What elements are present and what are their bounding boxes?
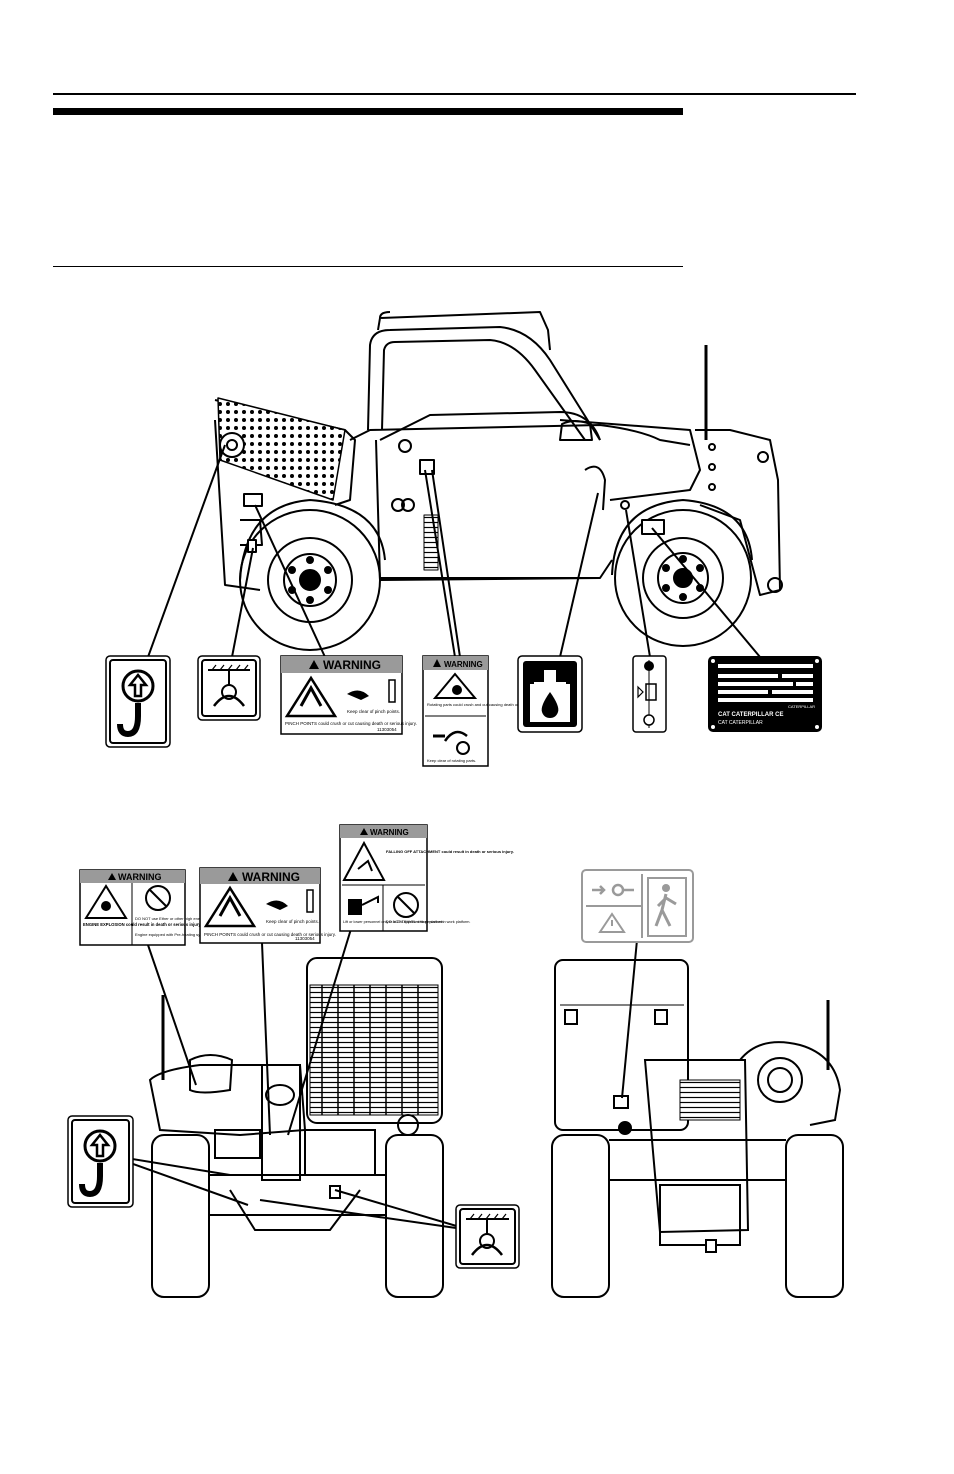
side-view-machine (214, 311, 783, 651)
pinch-keep-text: Keep clear of pinch points. (347, 709, 400, 714)
pinch-point-warning-decal-front: WARNING PINCH POINTS could crush or cut … (199, 867, 336, 944)
ether-start-warning-decal: WARNING ENGINE EXPLOSION could result in… (79, 869, 229, 946)
warning-word: WARNING (118, 872, 162, 882)
heading-bar (53, 108, 683, 115)
front-view-leader-lines (107, 892, 471, 1231)
engine-equipped-text: Engine equipped with Pre-heating system. (135, 932, 210, 937)
rotating-keep-text: Keep clear of rotating parts. (427, 758, 476, 763)
warning-word: WARNING (444, 660, 483, 669)
rear-view-machine (551, 959, 844, 1298)
pinch-main-text: PINCH POINTS could crush or cut causing … (285, 721, 417, 726)
top-rule (53, 93, 856, 95)
tie-down-point-decal-front (455, 1204, 520, 1269)
emergency-exit-decal (581, 869, 694, 943)
pinch-point-warning-decal: WARNING PINCH POINTS could crush or cut … (280, 655, 417, 735)
falling-attachment-warning-decal: WARNING FALLING OFF ATTACHMENT could res… (339, 824, 514, 932)
rotating-parts-warning-decal: WARNING Rotating parts could crush and c… (422, 655, 544, 767)
falling-lift-text: Lift or lower personnel only in a Cat ap… (343, 920, 444, 924)
rotating-main-text: Rotating parts could crush and cut causi… (427, 702, 544, 707)
tie-down-point-decal (197, 655, 261, 721)
rear-view-leader-line (621, 939, 638, 1099)
warning-word: WARNING (242, 870, 300, 884)
warning-word: WARNING (370, 828, 409, 837)
engine-main-text: ENGINE EXPLOSION could result in death o… (83, 922, 202, 927)
falling-main-text: FALLING OFF ATTACHMENT could result in d… (386, 849, 514, 854)
hydraulic-oil-decal (517, 655, 583, 733)
side-view-leader-lines (147, 444, 761, 658)
engine-ether-text: DO NOT use Ether or other high energy st… (135, 916, 229, 921)
plate-brand-tertiary-text: CATERPILLAR (788, 704, 815, 709)
plate-brand-text: CAT CATERPILLAR CE (718, 712, 783, 718)
pinch-code-text: 11303054 (295, 936, 315, 941)
sight-gauge-decal (632, 655, 667, 733)
lift-point-decal-front (67, 1115, 134, 1208)
lift-point-decal (105, 655, 171, 748)
front-view-machine (148, 957, 444, 1298)
serial-number-plate: CAT CATERPILLAR CE CAT CATERPILLAR CATER… (708, 656, 822, 732)
pinch-keep-text: Keep clear of pinch points. (266, 919, 319, 924)
pinch-main-text: PINCH POINTS could crush or cut causing … (204, 932, 336, 937)
pinch-code-text: 11303054 (377, 727, 397, 732)
section-rule (53, 266, 683, 267)
plate-brand-secondary-text: CAT CATERPILLAR (718, 720, 763, 726)
falling-travel-text: DO NOT TRAVEL with personnel in work pla… (386, 920, 470, 924)
warning-word: WARNING (323, 658, 381, 672)
